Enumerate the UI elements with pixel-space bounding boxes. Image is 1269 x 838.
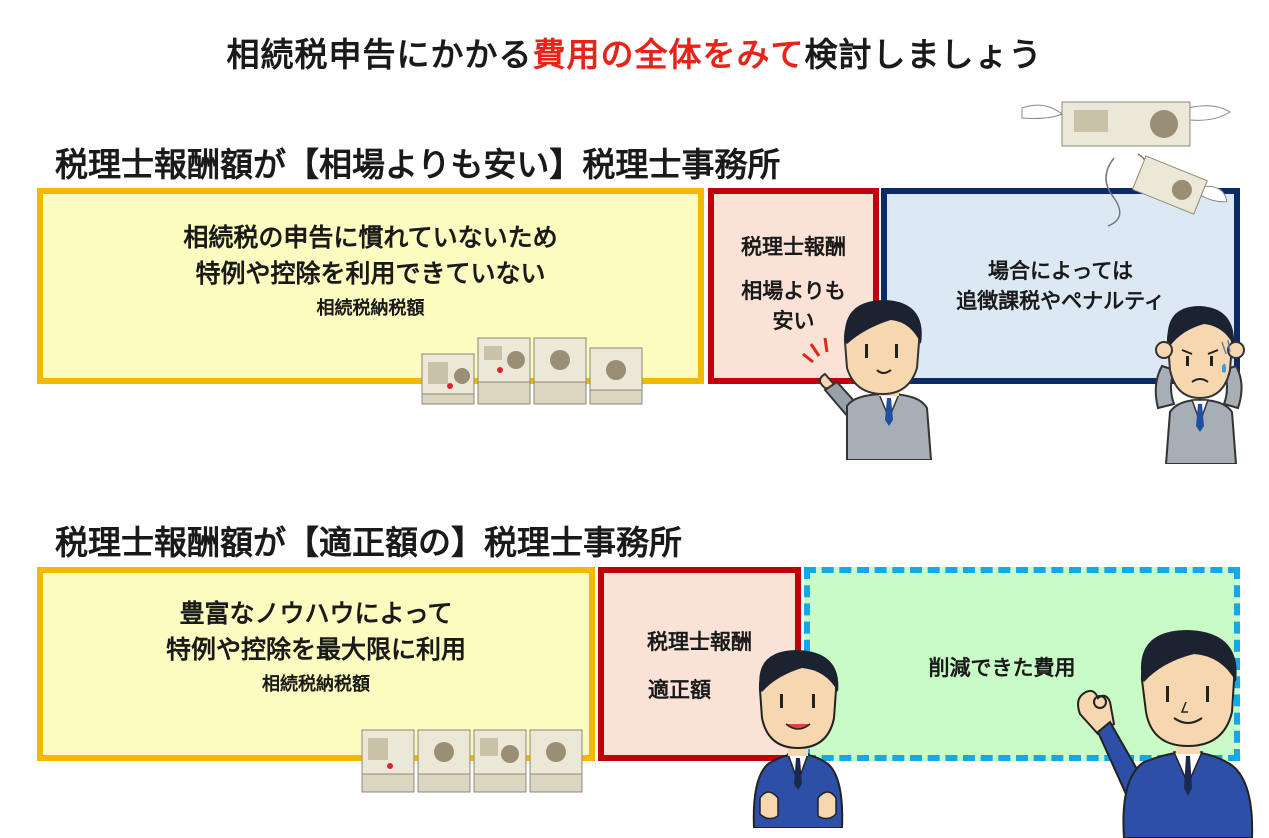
section2-tax-line2: 特例や控除を最大限に利用: [166, 632, 466, 668]
section2-heading: 税理士報酬額が【適正額の】税理士事務所: [55, 516, 682, 564]
section2-fee-line1: 税理士報酬: [647, 627, 752, 657]
page-title: 相続税申告にかかる費用の全体をみて検討しましょう: [0, 28, 1269, 76]
section1-tax-line1: 相続税の申告に慣れていないため: [183, 220, 557, 256]
section2-fee-line2: 適正額: [648, 675, 711, 705]
section1-tax-sub: 相続税納税額: [317, 296, 425, 322]
money-stack-icon: [360, 726, 585, 796]
section1-fee-line1: 税理士報酬: [741, 232, 846, 262]
section2-tax-line1: 豊富なノウハウによって: [179, 596, 452, 632]
section1-heading: 税理士報酬額が【相場よりも安い】税理士事務所: [55, 138, 780, 186]
money-stack-icon: [420, 336, 645, 408]
businessman-ok-icon: [1070, 628, 1262, 838]
section1-risk-line2: 追徴課税やペナルティ: [956, 286, 1165, 316]
section1-risk-line1: 場合によっては: [988, 256, 1133, 286]
title-highlight: 費用の全体をみて: [533, 35, 805, 74]
title-post: 検討しましょう: [805, 35, 1043, 74]
section1-tax-line2: 特例や控除を利用できていない: [195, 256, 545, 292]
section2-tax-sub: 相続税納税額: [262, 672, 370, 698]
title-pre: 相続税申告にかかる: [227, 35, 533, 74]
businessman-worried-icon: [1140, 304, 1258, 464]
businessman-smiling-icon: [748, 648, 848, 828]
businessman-pointing-icon: [795, 298, 935, 460]
flying-money-icon: [1018, 98, 1233, 228]
section2-saved-line1: 削減できた費用: [929, 653, 1076, 683]
